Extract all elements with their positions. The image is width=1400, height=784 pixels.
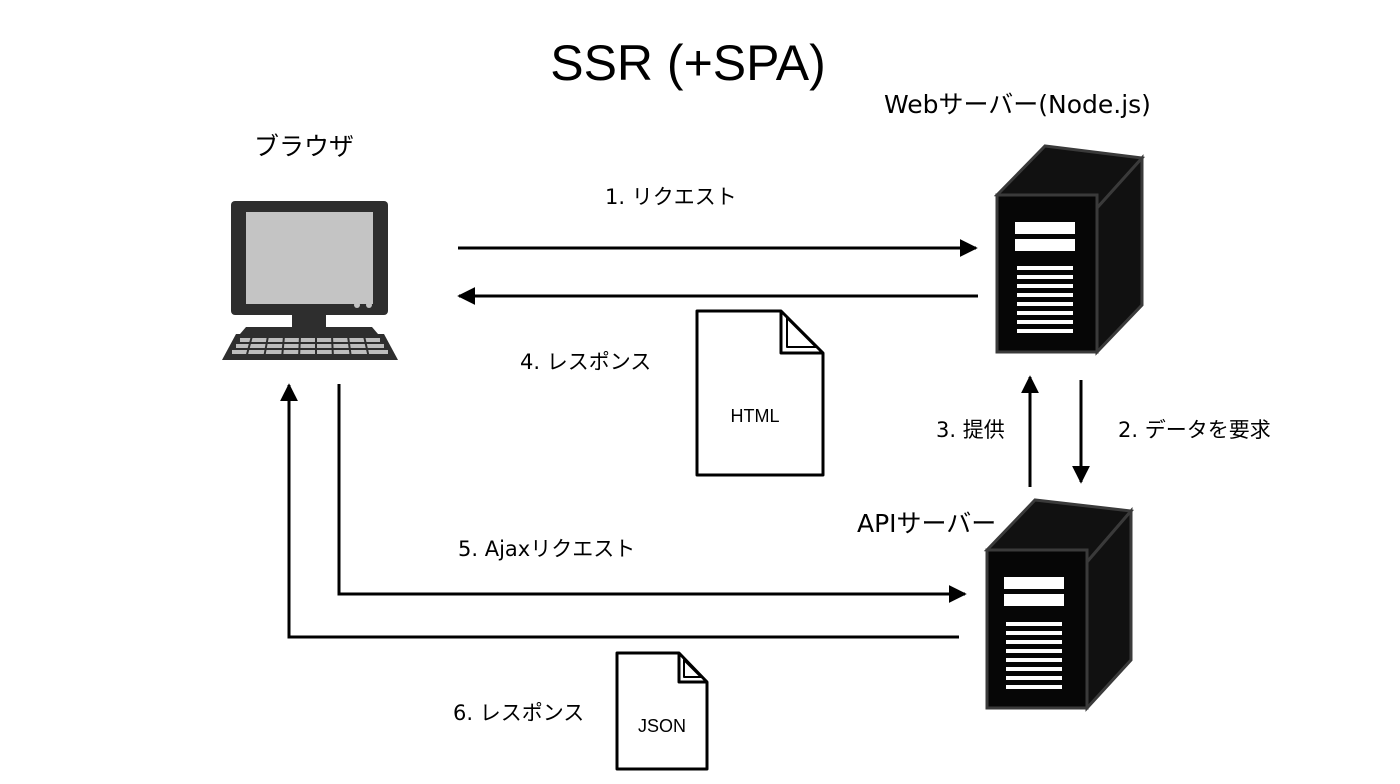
step-5-label: 5. Ajaxリクエスト <box>458 537 636 561</box>
json-document-label: JSON <box>637 716 686 736</box>
server-tower-icon <box>993 144 1146 356</box>
server-tower-icon <box>983 498 1134 712</box>
browser-label: ブラウザ <box>254 132 355 161</box>
arrow-ajax-request <box>337 384 967 603</box>
document-icon <box>695 309 825 477</box>
step-1-label: 1. リクエスト <box>605 185 737 209</box>
web-server-label: Webサーバー(Node.js) <box>884 90 1151 119</box>
step-4-label: 4. レスポンス <box>520 350 652 374</box>
document-icon <box>615 651 709 771</box>
api-server-label: APIサーバー <box>857 509 997 538</box>
step-3-label: 3. 提供 <box>936 418 1005 442</box>
step-6-label: 6. レスポンス <box>453 701 585 725</box>
html-document-label: HTML <box>730 406 780 426</box>
step-2-label: 2. データを要求 <box>1118 418 1271 442</box>
arrow-response-json <box>280 383 959 639</box>
diagram-title: SSR (+SPA) <box>550 35 826 91</box>
computer-monitor-icon <box>222 201 398 360</box>
